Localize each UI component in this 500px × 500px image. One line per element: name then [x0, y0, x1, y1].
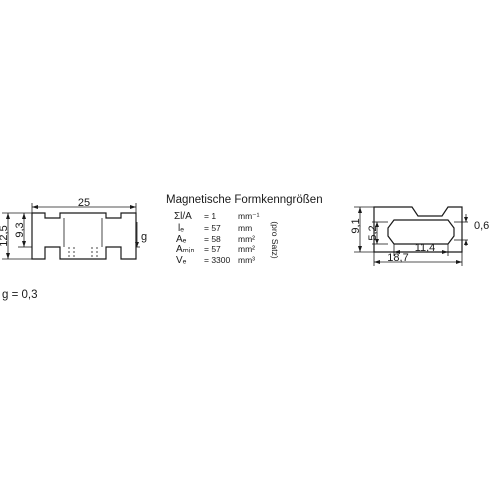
- param-unit: mm³: [238, 255, 255, 265]
- param-symbol: Σl/A: [174, 211, 192, 222]
- arrow-icon: [358, 207, 362, 213]
- arrow-icon: [135, 242, 139, 247]
- param-symbol: Aₘᵢₙ: [176, 244, 194, 255]
- param-symbol: Aₑ: [176, 234, 187, 245]
- arrow-icon: [130, 205, 136, 209]
- arrow-icon: [375, 222, 379, 227]
- e-core-side-view: 25 12,5 9,3 g: [0, 197, 147, 260]
- parameter-table: Magnetische Formkenngrößen Σl/A = 1 mm⁻¹…: [166, 194, 323, 266]
- dim-width: 25: [78, 197, 90, 209]
- arrow-icon: [22, 241, 26, 247]
- gap-footnote: g = 0,3: [2, 289, 38, 301]
- dim-height-inner: 9,3: [14, 222, 26, 237]
- param-symbol: lₑ: [178, 223, 184, 234]
- dim-height-inner: 5,2: [367, 225, 379, 240]
- arrow-icon: [6, 213, 10, 219]
- e-core-outline: [31, 212, 137, 260]
- center-window: [387, 219, 455, 245]
- arrow-icon: [464, 240, 468, 245]
- arrow-icon: [442, 250, 448, 254]
- table-title: Magnetische Formkenngrößen: [166, 194, 323, 206]
- dim-gap: g: [141, 231, 147, 243]
- param-unit: mm: [238, 223, 252, 233]
- arrow-icon: [22, 213, 26, 219]
- arrow-icon: [358, 246, 362, 252]
- e-core-top-view: 9,1 5,2 0,6 11,4 18,7: [350, 206, 489, 266]
- dim-inner-width: 11,4: [415, 242, 436, 254]
- dim-outer-width: 18,7: [387, 252, 408, 264]
- arrow-icon: [375, 239, 379, 244]
- param-value: = 57: [204, 223, 221, 233]
- dim-height-outer: 12,5: [0, 225, 10, 246]
- dim-step: 0,6: [474, 220, 489, 232]
- param-value: = 58: [204, 234, 221, 244]
- arrow-icon: [464, 217, 468, 222]
- table-note: (pro Satz): [270, 221, 280, 258]
- arrow-icon: [374, 260, 380, 264]
- param-unit: mm⁻¹: [238, 211, 260, 221]
- dim-height-outer: 9,1: [350, 218, 362, 233]
- param-unit: mm²: [238, 234, 255, 244]
- arrow-icon: [6, 253, 10, 259]
- arrow-icon: [32, 205, 38, 209]
- param-value: = 57: [204, 244, 221, 254]
- param-value: = 1: [204, 211, 216, 221]
- arrow-icon: [394, 250, 400, 254]
- param-symbol: Vₑ: [176, 255, 187, 266]
- arrow-icon: [456, 260, 462, 264]
- param-unit: mm²: [238, 244, 255, 254]
- param-value: = 3300: [204, 255, 231, 265]
